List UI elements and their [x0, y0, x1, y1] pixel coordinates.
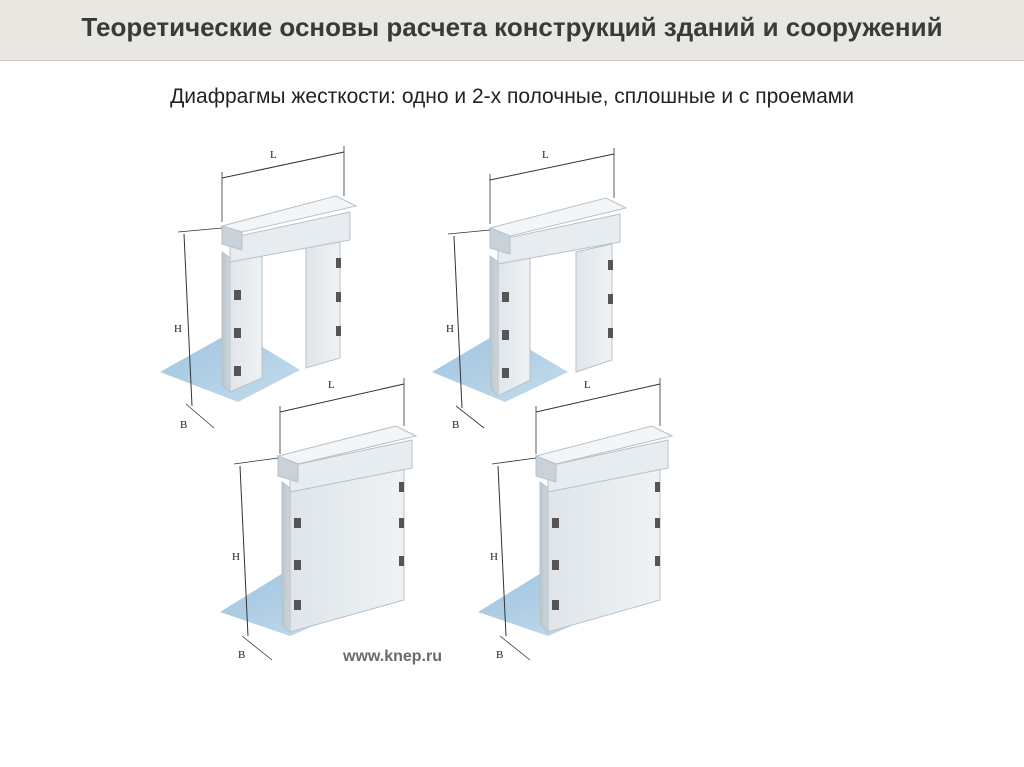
- panel-4-length-label: L: [584, 379, 591, 391]
- slide-subtitle: Диафрагмы жесткости: одно и 2-х полочные…: [170, 85, 854, 108]
- panel-1-height-label: H: [174, 323, 182, 335]
- panel-1-width-label: B: [180, 419, 187, 431]
- panel-3-length-label: L: [328, 379, 335, 391]
- source-watermark: www.knep.ru: [343, 648, 442, 665]
- diaphragm-panel-4: L H B: [478, 378, 674, 661]
- panel-4-width-label: B: [496, 649, 503, 661]
- diaphragm-panel-3: L H B: [220, 378, 418, 661]
- panel-2-height-label: H: [446, 323, 454, 335]
- title-bar: Теоретические основы расчета конструкций…: [0, 0, 1024, 61]
- panel-1-length-label: L: [270, 149, 277, 161]
- panel-3-height-label: H: [232, 551, 240, 563]
- panel-2-length-label: L: [542, 149, 549, 161]
- diaphragm-panel-2: L H B: [432, 148, 628, 431]
- panel-2-width-label: B: [452, 419, 459, 431]
- panel-4-height-label: H: [490, 551, 498, 563]
- diaphragm-panel-1: L H B: [160, 146, 358, 431]
- slide-title: Теоретические основы расчета конструкций…: [81, 12, 943, 42]
- panel-3-width-label: B: [238, 649, 245, 661]
